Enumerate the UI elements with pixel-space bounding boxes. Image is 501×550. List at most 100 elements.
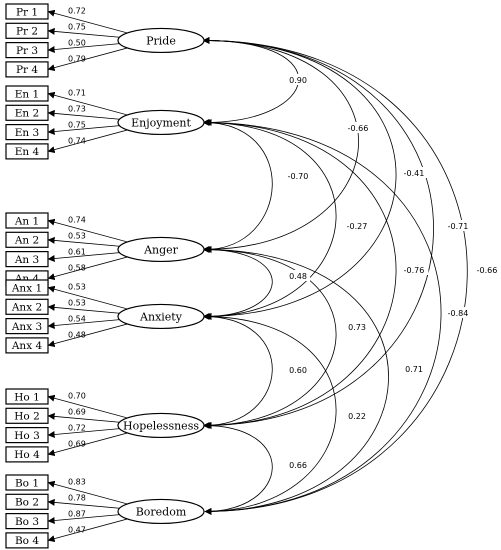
loading-value-pride-1: 0.72 [68, 6, 86, 15]
loading-arrow-boredom-1 [47, 480, 138, 508]
correlation-label-bg [472, 264, 501, 275]
correlation-label-bg [402, 363, 426, 374]
latent-ellipse-boredom [117, 498, 205, 525]
loading-value-anger-2: 0.53 [68, 231, 86, 240]
correlation-value-anxiety-hopelessness: 0.60 [289, 366, 307, 375]
indicator-label-anxiety-2: Anx 2 [11, 302, 42, 314]
loading-value-pride-4: 0.79 [68, 55, 86, 64]
indicator-box-hopelessness-4 [5, 446, 49, 463]
correlation-value-enjoyment-anxiety: -0.27 [347, 222, 368, 231]
indicator-label-hopelessness-3: Ho 3 [14, 430, 40, 442]
indicator-box-hopelessness-3 [5, 427, 49, 444]
latent-ellipse-anger [117, 236, 205, 263]
loading-value-anger-4: 0.58 [68, 264, 86, 273]
loading-value-enjoyment-1: 0.71 [68, 88, 86, 97]
correlation-value-anxiety-boredom: 0.22 [348, 412, 366, 421]
indicator-box-enjoyment-2 [5, 104, 49, 121]
loading-value-anxiety-4: 0.48 [68, 331, 86, 340]
correlation-value-enjoyment-hopelessness: -0.76 [404, 266, 425, 275]
indicator-label-anger-3: An 3 [14, 254, 39, 266]
correlation-value-pride-enjoyment: 0.90 [289, 76, 307, 85]
indicator-label-hopelessness-4: Ho 4 [14, 449, 40, 461]
loading-arrow-anxiety-1 [47, 285, 138, 313]
correlation-layer: 0.90-0.66-0.41-0.71-0.66-0.70-0.27-0.76-… [202, 36, 501, 515]
latent-ellipse-hopelessness [117, 412, 205, 439]
latent-ellipse-enjoyment [117, 109, 205, 136]
loading-value-boredom-2: 0.78 [68, 493, 86, 502]
indicator-label-enjoyment-2: En 2 [15, 108, 39, 120]
latent-label-pride: Pride [146, 34, 176, 47]
correlation-arc-pride-anxiety [202, 36, 397, 320]
correlation-label-bg [283, 170, 313, 181]
indicator-box-boredom-3 [5, 512, 49, 530]
indicator-label-boredom-2: Bo 2 [15, 497, 39, 509]
correlation-value-pride-anxiety: -0.41 [404, 169, 425, 178]
loading-arrow-pride-4 [47, 44, 138, 72]
indicator-box-pride-1 [5, 3, 49, 20]
correlation-arc-enjoyment-anxiety [202, 118, 337, 320]
indicator-label-pride-3: Pr 3 [16, 45, 38, 57]
indicator-label-hopelessness-1: Ho 1 [14, 391, 40, 403]
latent-ellipse-anxiety [117, 303, 205, 330]
latent-label-anger: Anger [143, 243, 179, 256]
loading-arrow-anxiety-4 [47, 320, 138, 348]
loading-value-hopelessness-1: 0.70 [68, 391, 86, 400]
indicator-label-enjoyment-3: En 3 [15, 127, 39, 139]
loading-value-boredom-4: 0.47 [68, 526, 86, 535]
loading-arrow-boredom-4 [47, 515, 138, 543]
indicator-box-hopelessness-1 [5, 388, 49, 405]
loading-value-boredom-1: 0.83 [68, 477, 86, 486]
loading-value-anxiety-1: 0.53 [68, 282, 86, 291]
indicator-label-pride-2: Pr 2 [16, 26, 38, 38]
indicator-label-pride-4: Pr 4 [16, 64, 38, 76]
loading-value-anger-1: 0.74 [68, 215, 86, 224]
correlation-arc-hopelessness-boredom [202, 421, 273, 515]
loading-value-anger-3: 0.61 [68, 247, 86, 256]
indicator-box-pride-4 [5, 61, 49, 78]
correlation-label-bg [443, 220, 473, 231]
loading-arrow-hopelessness-1 [47, 394, 138, 422]
correlation-arc-anxiety-hopelessness [202, 312, 273, 429]
loading-arrow-anger-1 [47, 218, 138, 246]
loading-value-hopelessness-4: 0.69 [68, 440, 86, 449]
loading-layer: 0.720.750.500.790.710.730.750.740.740.53… [47, 6, 138, 543]
correlation-arc-pride-boredom [202, 36, 468, 515]
loading-value-hopelessness-3: 0.72 [68, 423, 86, 432]
indicator-label-hopelessness-2: Ho 2 [14, 411, 40, 423]
correlation-arc-enjoyment-boredom [202, 118, 442, 515]
indicator-label-anger-2: An 2 [14, 235, 39, 247]
indicator-label-boredom-1: Bo 1 [15, 477, 39, 489]
loading-arrow-anger-4 [47, 253, 138, 281]
correlation-value-hopelessness-boredom: 0.66 [289, 461, 307, 470]
correlation-label-bg [286, 270, 310, 281]
correlation-label-bg [345, 321, 369, 332]
indicator-box-anxiety-1 [5, 279, 49, 296]
loading-value-enjoyment-4: 0.74 [68, 137, 86, 146]
indicator-box-boredom-4 [5, 532, 49, 549]
correlation-value-pride-boredom: -0.66 [477, 266, 498, 275]
indicator-box-anger-3 [5, 251, 49, 268]
indicator-box-boredom-2 [5, 493, 49, 510]
loading-arrow-hopelessness-4 [47, 429, 138, 457]
loading-value-enjoyment-3: 0.75 [68, 120, 86, 129]
indicator-label-anxiety-1: Anx 1 [11, 282, 42, 294]
loading-value-pride-2: 0.75 [68, 22, 86, 31]
correlation-value-anger-hopelessness: 0.73 [348, 323, 366, 332]
correlation-value-enjoyment-boredom: -0.84 [448, 309, 469, 318]
correlation-label-bg [343, 122, 373, 133]
correlation-value-anger-anxiety: 0.48 [289, 272, 307, 281]
correlation-value-anger-boredom: 0.71 [405, 365, 423, 374]
indicator-box-pride-2 [5, 22, 49, 39]
correlation-arc-anger-anxiety [202, 245, 273, 320]
loading-value-pride-3: 0.50 [68, 38, 86, 47]
indicator-box-pride-3 [5, 41, 49, 59]
indicator-box-enjoyment-4 [5, 143, 49, 160]
indicator-box-anxiety-4 [5, 337, 49, 354]
